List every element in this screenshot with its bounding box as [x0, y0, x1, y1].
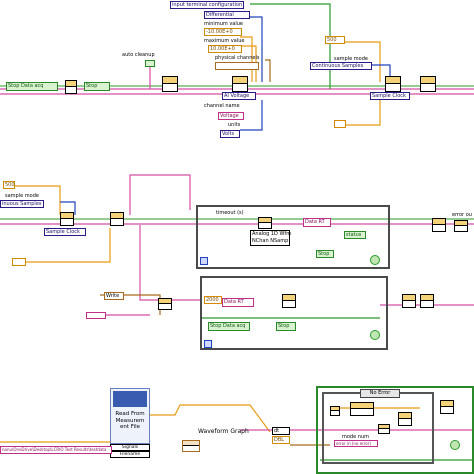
config-wire-3 — [240, 45, 257, 82]
stop-data-acq-local-mid[interactable]: Stop Data acq — [208, 322, 250, 331]
merge-errors-icon[interactable] — [420, 294, 434, 308]
release-queue-icon[interactable] — [402, 294, 416, 308]
obtain-queue-icon[interactable] — [158, 298, 172, 310]
queue-size-constant[interactable]: 2000 — [204, 296, 222, 304]
case-input-icon — [330, 406, 340, 416]
stop-data-acq-local[interactable]: Stop Data acq — [6, 82, 58, 91]
sample-clock-selector-top[interactable]: Sample Clock — [370, 92, 410, 100]
rate-constant-top[interactable]: 500 — [325, 36, 345, 44]
sample-mode-label-mid: sample mode — [5, 193, 39, 199]
dequeue-icon[interactable] — [282, 294, 296, 308]
volts-enum[interactable]: Volts — [220, 130, 240, 138]
data-rt-queue-write[interactable]: Data RT — [303, 218, 331, 227]
error-out-indicator — [454, 220, 468, 232]
read-vi-line1: Analog 1D Wfm — [252, 231, 292, 237]
iteration-terminal-2 — [204, 340, 212, 348]
stop-local[interactable]: Stop — [84, 82, 110, 91]
mid-config-1 — [15, 185, 61, 215]
samples-constant-top[interactable] — [334, 120, 346, 128]
error-in-constant[interactable]: error in (no error) — [334, 440, 378, 447]
continuous-samples-enum-top[interactable]: Continuous Samples — [310, 62, 372, 70]
differential-enum[interactable]: Differential — [204, 11, 250, 19]
filename-terminal: Filename — [110, 451, 150, 458]
status-indicator: status — [344, 231, 366, 239]
mode-num-label: mode num — [342, 434, 369, 440]
maximum-value-label: maximum value — [204, 38, 245, 44]
case-output-icon[interactable] — [398, 412, 412, 426]
config-wire-5 — [240, 100, 263, 131]
express-vi-line1: Read From — [115, 411, 145, 417]
daq-clear-task-icon-mid[interactable] — [432, 218, 446, 232]
config-wire-9 — [340, 98, 381, 126]
read-polymorphic-selector[interactable]: Analog 1D Wfm NChan NSamp — [250, 230, 292, 246]
units-label: units — [228, 122, 241, 128]
sample-mode-label-top: sample mode — [334, 56, 368, 62]
mid-config-5 — [139, 225, 200, 301]
false-constant-icon — [65, 80, 77, 94]
daq-timing-icon-mid[interactable] — [60, 212, 74, 226]
waveform-graph-label: Waveform Graph — [198, 428, 249, 435]
daq-read-icon[interactable] — [258, 217, 272, 229]
mode-node-icon[interactable] — [378, 424, 390, 434]
waveform-graph-terminal — [182, 440, 200, 452]
auto-cleanup-label: auto cleanup — [122, 52, 155, 58]
physical-channels-control[interactable] — [215, 62, 259, 70]
physical-channels-label: physical channels — [215, 55, 260, 61]
read-vi-line2: NChan NSamp — [252, 238, 289, 244]
sample-clock-selector-mid[interactable]: Sample Clock — [44, 228, 86, 236]
continuous-samples-enum-mid[interactable]: inuous Samples — [0, 200, 44, 208]
file-path-constant[interactable]: nanu\OneDrive\Desktop\LCRIO Test Results… — [0, 446, 112, 454]
read-measurement-file-express-vi[interactable]: Read From Measurem ent File — [110, 388, 150, 444]
express-vi-line3: ent File — [120, 424, 140, 430]
config-wire-4 — [265, 59, 271, 82]
express-vi-line2: Measurem — [115, 417, 145, 424]
config-wire-1 — [240, 16, 263, 82]
outer-while-loop[interactable] — [316, 386, 474, 474]
daq-clear-task-icon[interactable] — [162, 76, 178, 92]
daq-start-task-icon-top[interactable] — [420, 76, 436, 92]
error-out-label: error ou — [452, 212, 472, 218]
dt-constant[interactable]: dt — [272, 427, 290, 435]
minimum-value-label: minimum value — [204, 21, 243, 27]
loop-output-icon — [440, 400, 454, 414]
maximum-value-control[interactable]: 10.00E+0 — [208, 45, 242, 53]
bottom-wire-2 — [150, 404, 271, 433]
mid-config-4 — [129, 174, 191, 215]
data-rt-queue-read[interactable]: Data RT — [222, 298, 254, 307]
rate-constant-mid[interactable]: 500 — [3, 181, 15, 189]
case-selector[interactable]: No Error — [360, 389, 400, 398]
auto-cleanup-constant[interactable] — [145, 60, 155, 67]
loop-condition-terminal-2[interactable] — [370, 330, 380, 340]
write-label-constant[interactable]: Write — [104, 292, 124, 300]
daq-start-task-icon-mid[interactable] — [110, 212, 124, 226]
file-icon — [113, 391, 147, 407]
error-case-structure[interactable]: No Error mode num error in (no error) — [322, 389, 434, 464]
outer-loop-condition[interactable] — [450, 440, 460, 450]
queue-name-constant[interactable] — [86, 312, 106, 319]
signals-terminal: Signals — [110, 444, 150, 451]
ai-voltage-selector[interactable]: AI Voltage — [222, 92, 256, 100]
stop-local-mid[interactable]: Stop — [276, 322, 296, 331]
stop-indicator-mid: Stop — [316, 250, 334, 258]
logging-while-loop[interactable]: 2000 Data RT Stop Data acq Stop — [200, 276, 388, 350]
array-subset-icon[interactable] — [350, 402, 374, 416]
mid-config-3 — [20, 228, 111, 263]
loop-condition-terminal[interactable] — [370, 255, 380, 265]
acquisition-while-loop[interactable]: timeout (s) Analog 1D Wfm NChan NSamp Da… — [196, 205, 390, 269]
iteration-terminal — [200, 257, 208, 265]
voltage-constant[interactable]: Voltage — [218, 112, 244, 120]
daq-create-virtual-channel-icon[interactable] — [232, 76, 248, 92]
samples-constant-mid[interactable] — [12, 258, 26, 266]
input-terminal-config-label: input terminal configuration — [170, 1, 244, 9]
config-wire-10 — [250, 3, 331, 89]
daq-timing-icon-top[interactable] — [385, 76, 401, 92]
dbl-constant[interactable]: DBL — [272, 436, 290, 444]
channel-name-label: channel name — [204, 103, 240, 109]
timeout-label: timeout (s) — [216, 210, 244, 216]
config-wire-6 — [345, 41, 381, 82]
mid-config-2 — [60, 201, 76, 215]
minimum-value-control[interactable]: -10.00E+0 — [204, 28, 242, 36]
